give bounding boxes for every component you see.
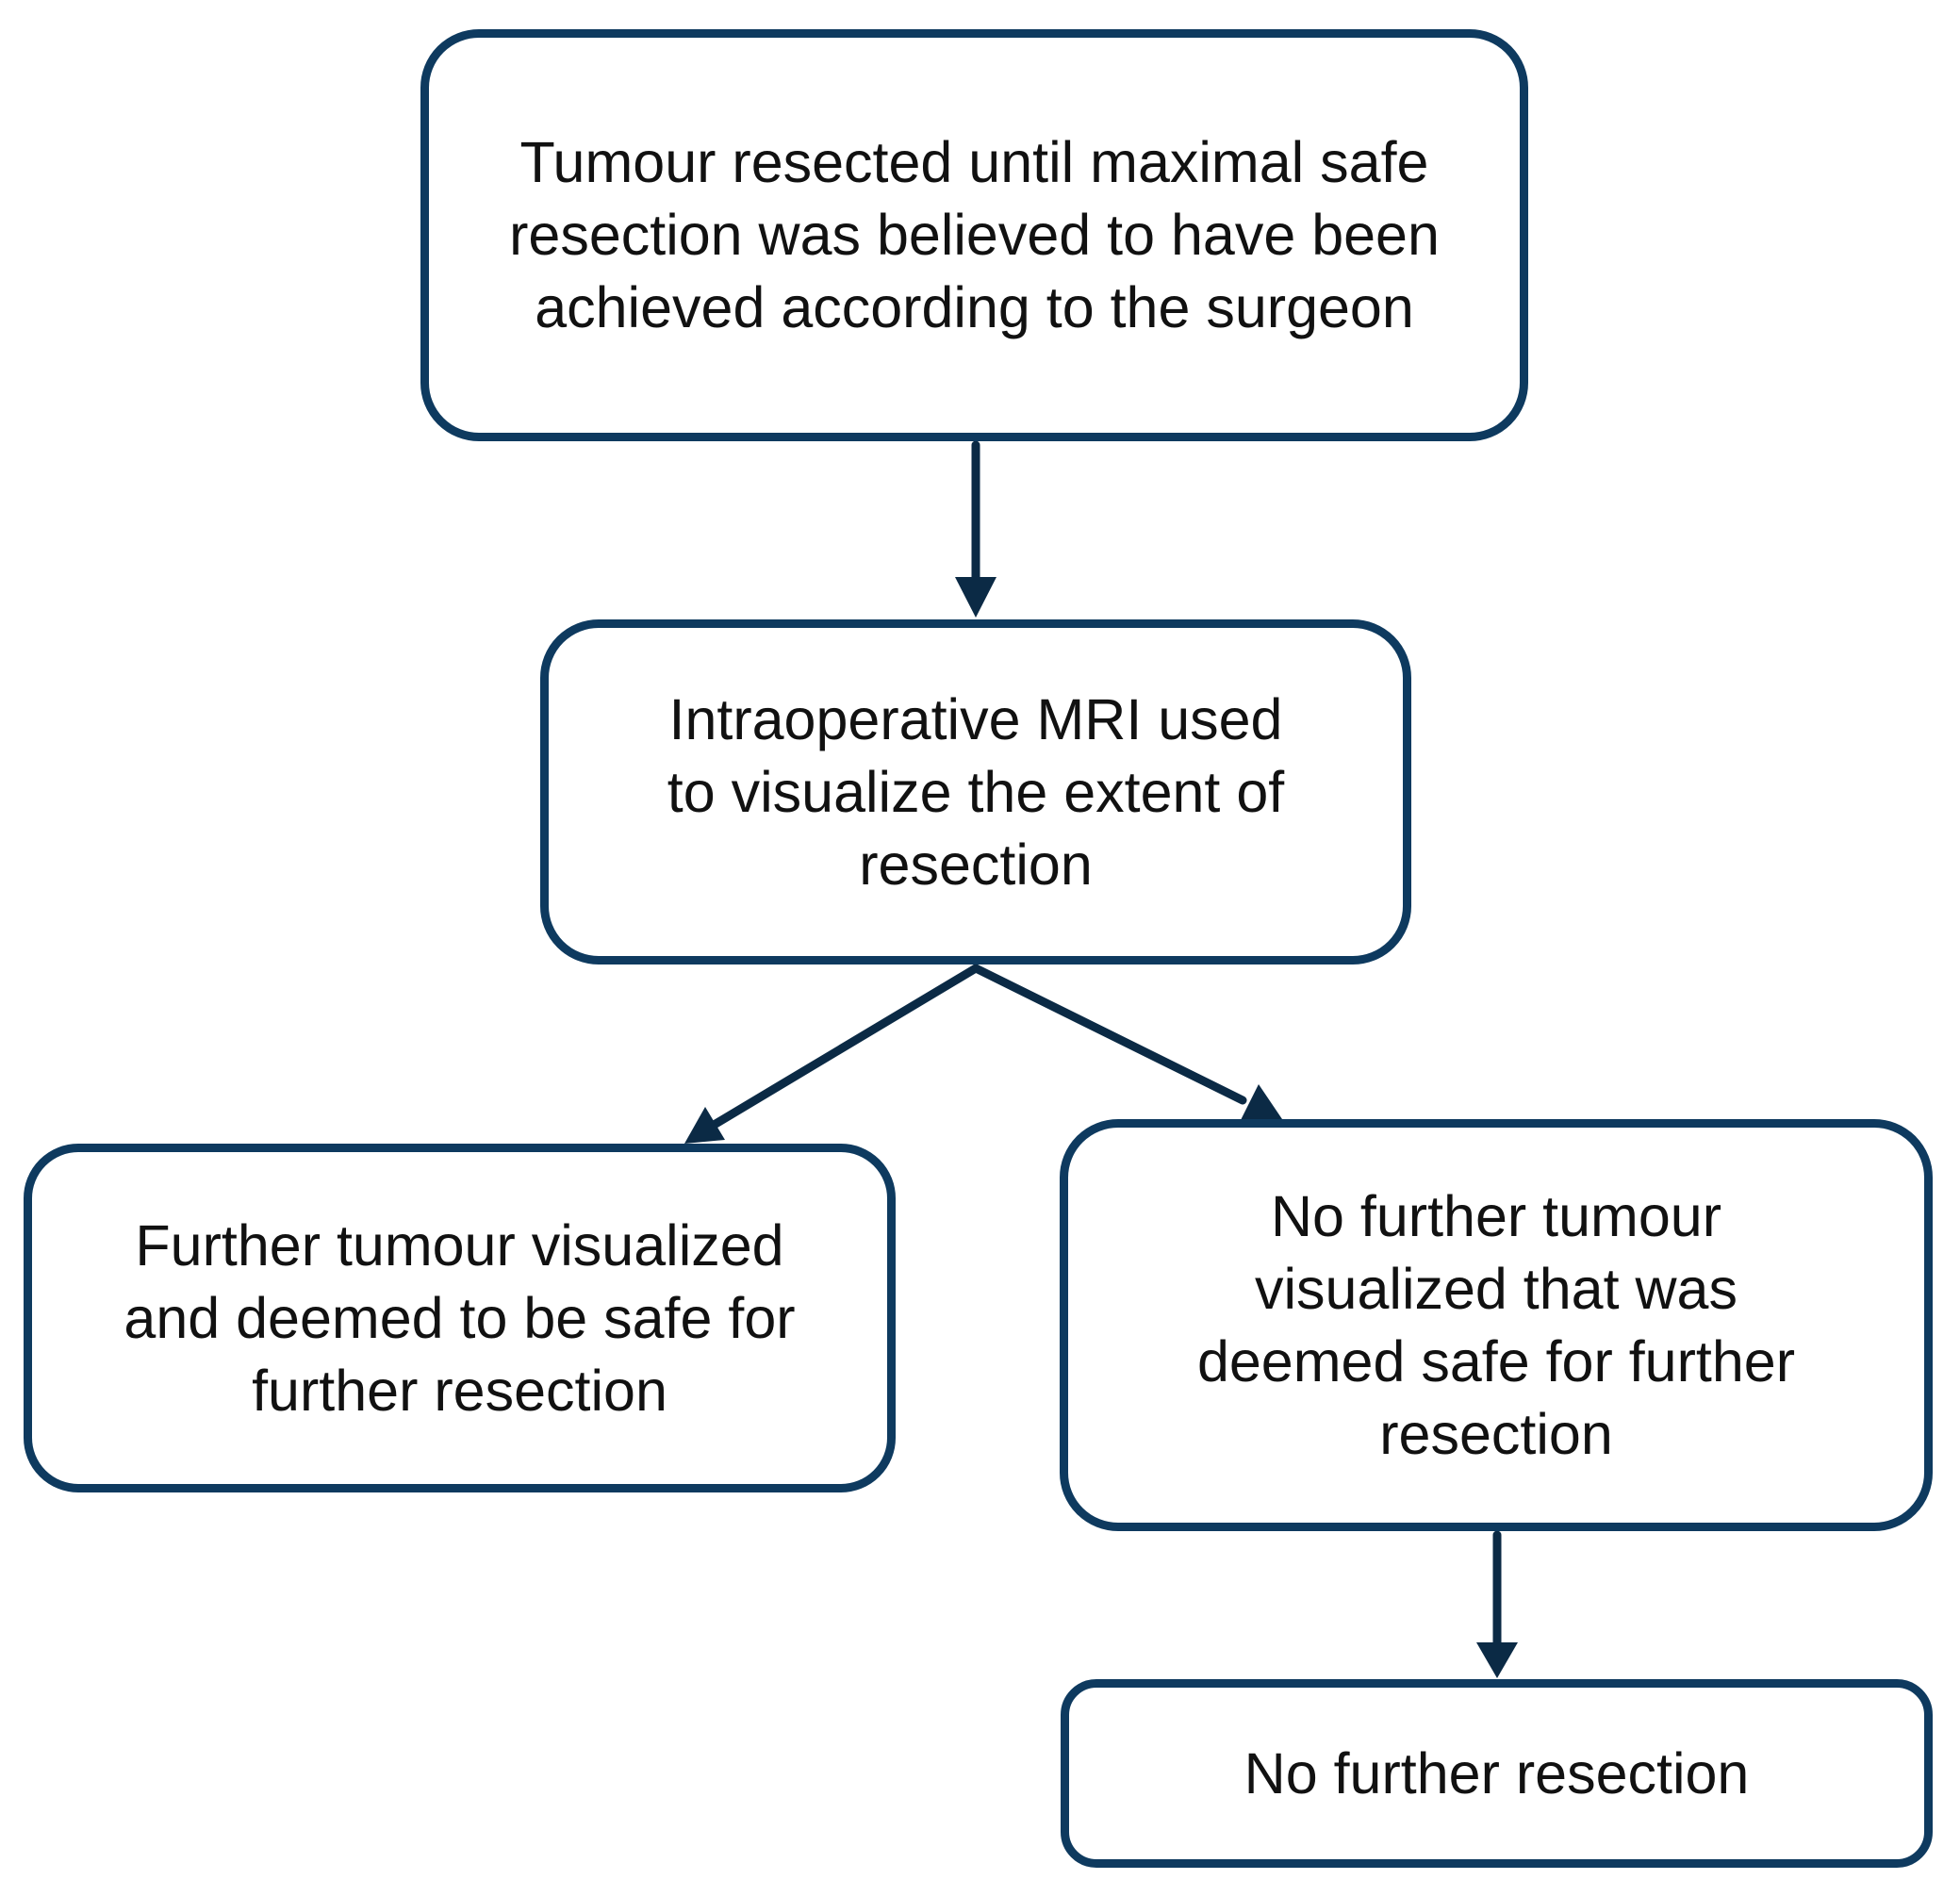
no-further-tumour-node: No further tumour visualized that was de… — [1060, 1119, 1933, 1531]
arrow-mri-to-further-tumour — [711, 964, 980, 1129]
further-tumour-node: Further tumour visualized and deemed to … — [24, 1144, 896, 1492]
arrowhead-icon — [1241, 1084, 1282, 1120]
arrowhead-icon — [1476, 1642, 1518, 1678]
arrowhead-icon — [955, 577, 996, 618]
no-further-resection-node-label: No further resection — [1244, 1740, 1750, 1805]
mri-node: Intraoperative MRI used to visualize the… — [540, 619, 1411, 964]
arrowhead-icon — [684, 1107, 725, 1144]
start-node-label: Tumour resected until maximal safe resec… — [509, 130, 1440, 339]
arrow-mri-to-no-further-tumour — [971, 964, 1247, 1105]
further-tumour-node-label: Further tumour visualized and deemed to … — [124, 1212, 796, 1423]
start-node: Tumour resected until maximal safe resec… — [420, 29, 1528, 441]
mri-node-label: Intraoperative MRI used to visualize the… — [667, 686, 1285, 897]
no-further-resection-node: No further resection — [1061, 1679, 1933, 1868]
no-further-tumour-node-label: No further tumour visualized that was de… — [1196, 1183, 1796, 1466]
